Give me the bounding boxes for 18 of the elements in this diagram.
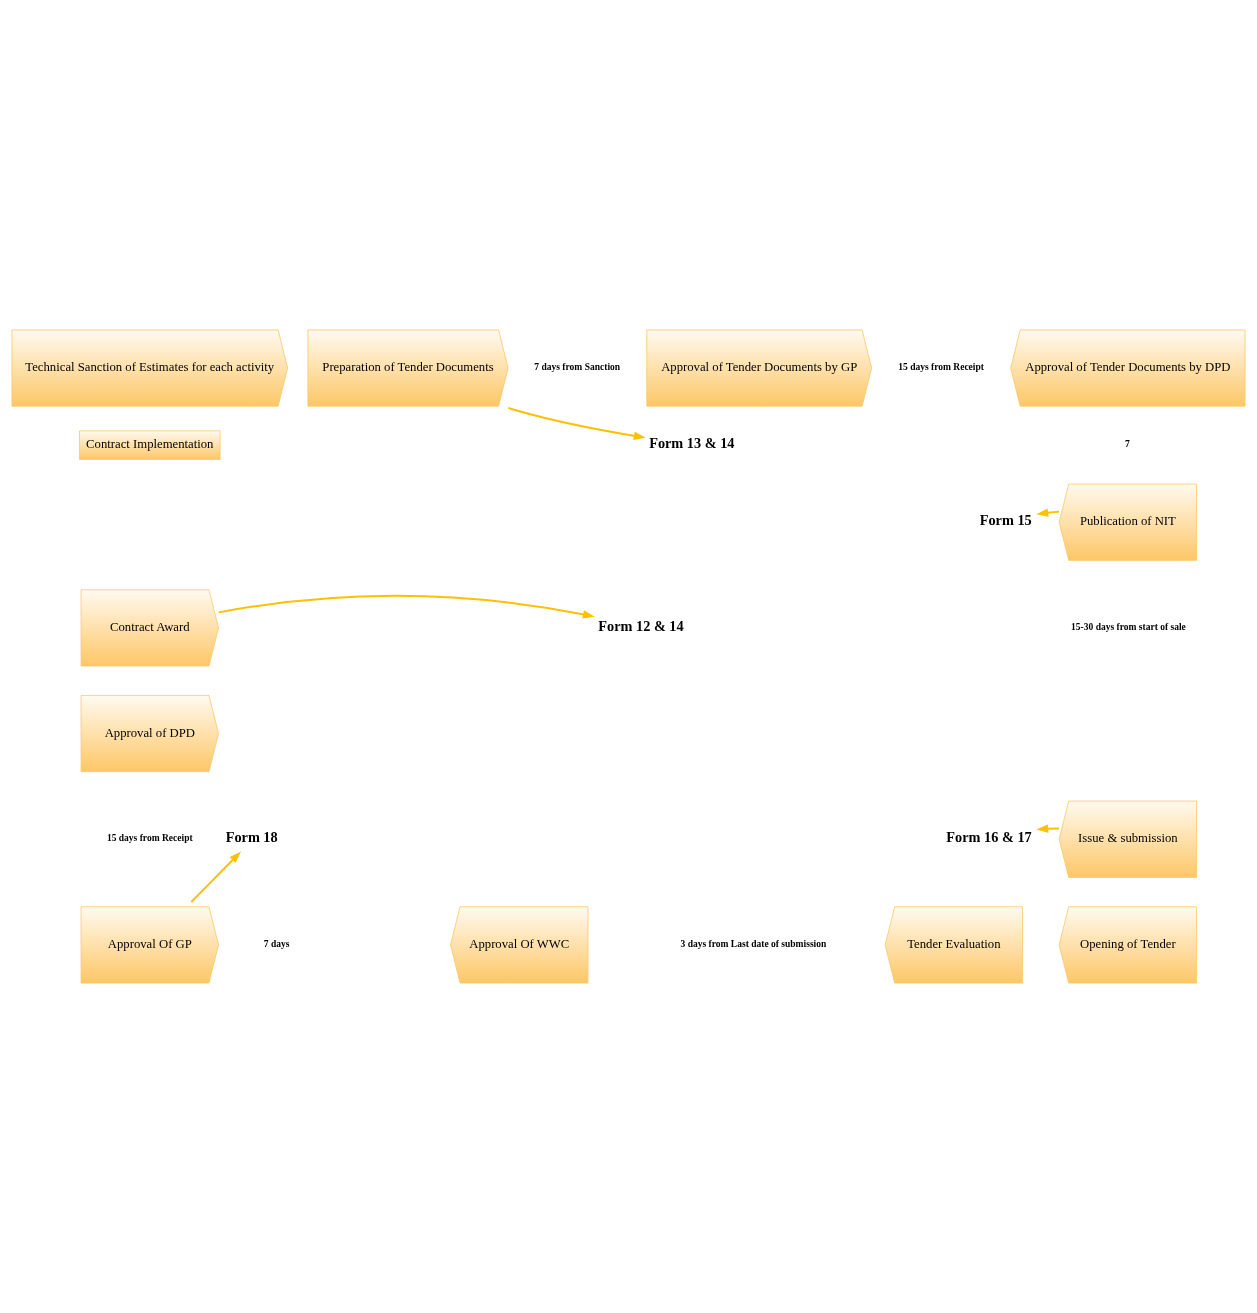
node-text: Form 15 xyxy=(979,511,1032,528)
label: 7 xyxy=(1125,438,1130,449)
node-text: Form 16 & 17 xyxy=(946,828,1032,845)
arrow xyxy=(217,594,595,619)
node-text: Form 13 & 14 xyxy=(649,434,735,451)
arrow xyxy=(190,851,241,903)
arrow xyxy=(1036,508,1061,517)
node-text: Form 18 xyxy=(225,828,278,845)
label: 15 days from Receipt xyxy=(898,361,984,372)
label: 15 days from Receipt xyxy=(106,832,193,843)
node-text: Form 12 & 14 xyxy=(598,617,684,634)
label: 3 days from Last date of submission xyxy=(680,938,827,949)
label: 7 days xyxy=(263,938,290,949)
arrow xyxy=(507,406,646,440)
arrow xyxy=(1036,824,1060,833)
node-box: Contract Implementation xyxy=(79,430,221,460)
label: 15-30 days from start of sale xyxy=(1071,621,1186,632)
label: 7 days from Sanction xyxy=(534,361,621,372)
